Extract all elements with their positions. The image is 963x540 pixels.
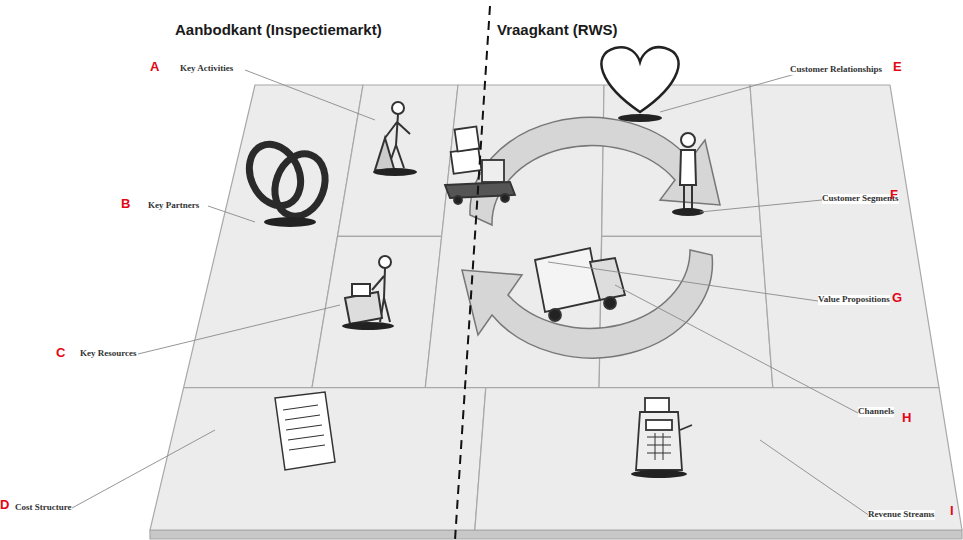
upper-arrow (470, 117, 720, 225)
key-resources-block (312, 236, 442, 387)
worker-icon (373, 102, 417, 176)
cycle-arrows (462, 117, 720, 358)
side-heading: Vraagkant (RWS) (497, 22, 618, 39)
leader-line (245, 70, 375, 120)
cost-structure-block (150, 388, 486, 530)
desk-worker-icon (342, 256, 394, 330)
revenue-streams-block (475, 388, 962, 530)
callout-letter: E (893, 60, 902, 74)
customer-relationships-block (602, 85, 762, 236)
leader-line (548, 262, 818, 301)
callout-letter: C (56, 346, 65, 360)
callout-letter: B (121, 197, 130, 211)
block-name: Key Activities (180, 64, 233, 74)
board-edge (150, 530, 962, 539)
block-name: Channels (858, 407, 894, 417)
cash-register-icon (631, 398, 692, 478)
callout-letter: A (150, 60, 159, 74)
callout-letter: G (892, 291, 902, 305)
leader-line (72, 430, 215, 508)
parcel-cart-icon (445, 127, 515, 204)
leader-line (138, 305, 340, 354)
block-name: Customer Segments (822, 194, 899, 204)
board (150, 85, 962, 539)
callout-letter: H (902, 411, 911, 425)
side-heading: Aanbodkant (Inspectiemarkt) (175, 22, 382, 39)
leader-line (760, 440, 870, 516)
block-name: Value Propositions (818, 295, 890, 305)
key-activities-block (338, 85, 459, 236)
block-name: Key Partners (148, 201, 199, 211)
document-icon (275, 392, 335, 470)
block-name: Revenue Streams (868, 510, 935, 520)
customer-icon (672, 133, 704, 216)
truck-icon (535, 248, 625, 321)
block-name: Customer Relationships (790, 65, 882, 75)
callout-letter: F (890, 188, 898, 202)
block-name: Cost Structure (15, 503, 72, 513)
block-name: Key Resources (80, 349, 137, 359)
callout-letter: D (0, 498, 9, 512)
divider-line (455, 6, 490, 540)
callout-letter: I (950, 504, 954, 518)
rings-icon (240, 136, 334, 227)
leader-line (660, 71, 806, 112)
heart-icon (601, 47, 678, 122)
customer-segments-block (750, 85, 939, 388)
leader-line (208, 206, 255, 222)
leader-line (700, 200, 822, 212)
